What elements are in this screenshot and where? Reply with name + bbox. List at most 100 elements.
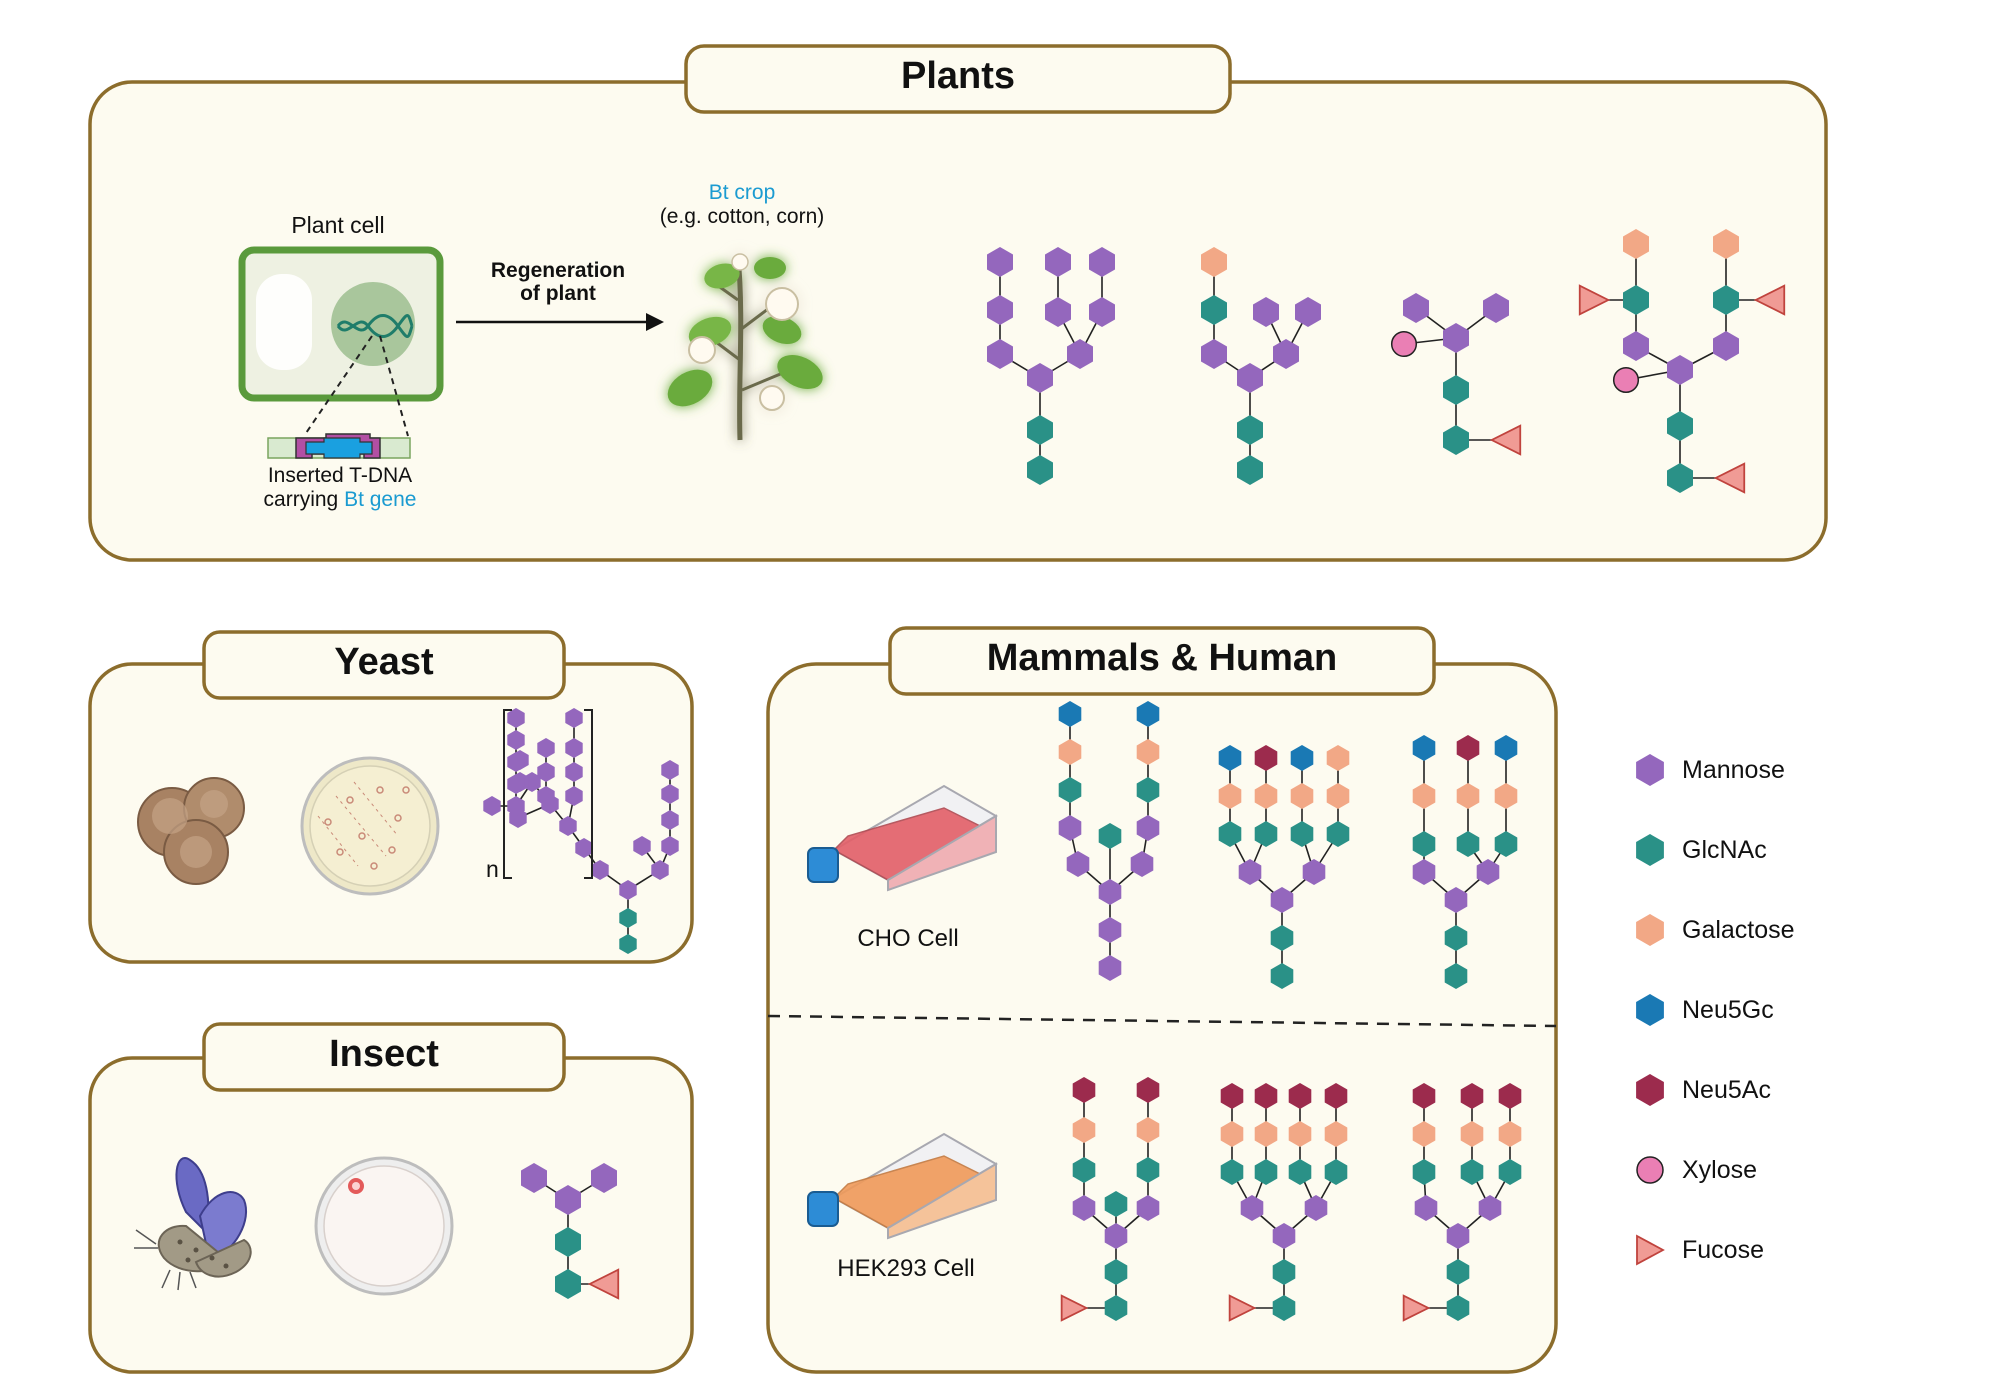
tdna-label-line1: Inserted T-DNA	[268, 464, 412, 487]
mannose-residue	[1136, 1195, 1160, 1221]
fucose-legend-symbol	[1636, 1234, 1665, 1266]
galactose-residue	[1072, 1117, 1096, 1143]
mannose-residue	[651, 860, 669, 880]
glcnac-residue	[1218, 821, 1242, 847]
neu5ac-residue	[1254, 745, 1278, 771]
galactose-residue	[1623, 229, 1649, 259]
mannose-residue	[1104, 1223, 1128, 1249]
mannose-residue	[1478, 1195, 1502, 1221]
glcnac-residue	[1713, 285, 1739, 315]
plants-title-box	[684, 44, 1232, 114]
neu5gc-residue	[1412, 735, 1436, 761]
glcnac-residue	[1136, 1157, 1160, 1183]
glcnac-residue	[1498, 1159, 1522, 1185]
galactose-residue	[1290, 783, 1314, 809]
legend-item-neu5gc: Neu5Gc	[1636, 994, 1774, 1026]
glcnac-residue	[1324, 1159, 1348, 1185]
glcnac-residue	[1072, 1157, 1096, 1183]
plants-panel: Plants	[88, 44, 1828, 562]
plant-cell-label: Plant cell	[291, 212, 384, 238]
mannose-residue	[1446, 1223, 1470, 1249]
vacuole	[256, 274, 312, 370]
plant-cell-illustration: Plant cell Inserted T-DNA carrying Bt ge…	[238, 212, 444, 511]
mannose-residue	[565, 786, 583, 806]
glcnac-residue	[1027, 455, 1053, 485]
galactose-residue	[1058, 739, 1082, 765]
glcnac-residue	[1326, 821, 1350, 847]
mannose-residue	[1240, 1195, 1264, 1221]
mammals-title: Mammals & Human	[987, 637, 1338, 679]
mannose-residue	[1295, 297, 1321, 327]
galactose-residue	[1218, 783, 1242, 809]
mannose-residue	[987, 247, 1013, 277]
mannose-residue	[483, 796, 501, 816]
galactose-residue	[1201, 247, 1227, 277]
mannose-residue	[1098, 917, 1122, 943]
mannose-residue	[507, 796, 525, 816]
glcnac-residue	[1290, 821, 1314, 847]
mannose-residue	[1302, 859, 1326, 885]
glcnac-residue	[1272, 1295, 1296, 1321]
mannose-residue	[1667, 355, 1693, 385]
legend-label: Mannose	[1682, 756, 1785, 784]
bt-crop-label: Bt crop	[709, 181, 776, 204]
mannose-residue	[1412, 859, 1436, 885]
tdna-label-line2: carrying Bt gene	[264, 488, 417, 511]
insect-petri-dish-icon	[314, 1156, 454, 1296]
mannose-residue	[1238, 859, 1262, 885]
glcnac-residue	[1494, 831, 1518, 857]
glcnac-residue	[1254, 821, 1278, 847]
neu5gc-residue	[1494, 735, 1518, 761]
glcnac-residue	[1443, 425, 1469, 455]
mammals-title-box	[888, 626, 1436, 696]
legend-item-glcnac: GlcNAc	[1636, 834, 1767, 866]
mannose-residue	[1444, 887, 1468, 913]
fucose-residue	[1713, 462, 1746, 494]
galactose-residue	[1456, 783, 1480, 809]
mannose-residue	[565, 762, 583, 782]
mannose-residue	[521, 1163, 547, 1193]
glcnac-residue	[1456, 831, 1480, 857]
mannose-residue	[1273, 339, 1299, 369]
monosaccharide-legend: MannoseGlcNAcGalactoseNeu5GcNeu5AcXylose…	[1636, 754, 1795, 1266]
repeat-bracket-right	[584, 709, 593, 879]
legend-label: GlcNAc	[1682, 836, 1767, 864]
galactose-residue	[1412, 783, 1436, 809]
neu5gc-residue	[1136, 701, 1160, 727]
galactose-residue	[1713, 229, 1739, 259]
glcnac-legend-symbol	[1636, 834, 1664, 866]
repeat-bracket-left	[503, 709, 512, 879]
mannose-residue	[1067, 339, 1093, 369]
glcnac-residue	[1098, 823, 1122, 849]
mannose-legend-symbol	[1636, 754, 1664, 786]
mannose-residue	[1253, 297, 1279, 327]
mannose-residue	[1058, 815, 1082, 841]
glcnac-residue	[1446, 1295, 1470, 1321]
neu5gc-residue	[1218, 745, 1242, 771]
glcnac-residue	[1254, 1159, 1278, 1185]
neu5ac-residue	[1324, 1083, 1348, 1109]
neu5ac-legend-symbol	[1636, 1074, 1664, 1106]
mannose-residue	[1072, 1195, 1096, 1221]
mannose-residue	[507, 774, 525, 794]
mannose-residue	[1623, 331, 1649, 361]
mannose-residue	[987, 295, 1013, 325]
butterfly-icon	[134, 1157, 252, 1291]
mannose-residue	[1136, 815, 1160, 841]
galactose-residue	[1324, 1121, 1348, 1147]
mannose-residue	[661, 784, 679, 804]
glcnac-residue	[1104, 1259, 1128, 1285]
regeneration-arrow: Regeneration of plant	[456, 259, 664, 331]
mannose-residue	[1098, 955, 1122, 981]
mannose-residue	[1270, 887, 1294, 913]
galactose-residue	[1326, 783, 1350, 809]
galactose-residue	[1288, 1121, 1312, 1147]
glcnac-residue	[1446, 1259, 1470, 1285]
legend-item-xylose: Xylose	[1636, 1156, 1757, 1184]
galactose-residue	[1326, 745, 1350, 771]
galactose-residue	[1220, 1121, 1244, 1147]
neu5ac-residue	[1498, 1083, 1522, 1109]
legend-label: Neu5Gc	[1682, 996, 1774, 1024]
glcnac-residue	[1460, 1159, 1484, 1185]
